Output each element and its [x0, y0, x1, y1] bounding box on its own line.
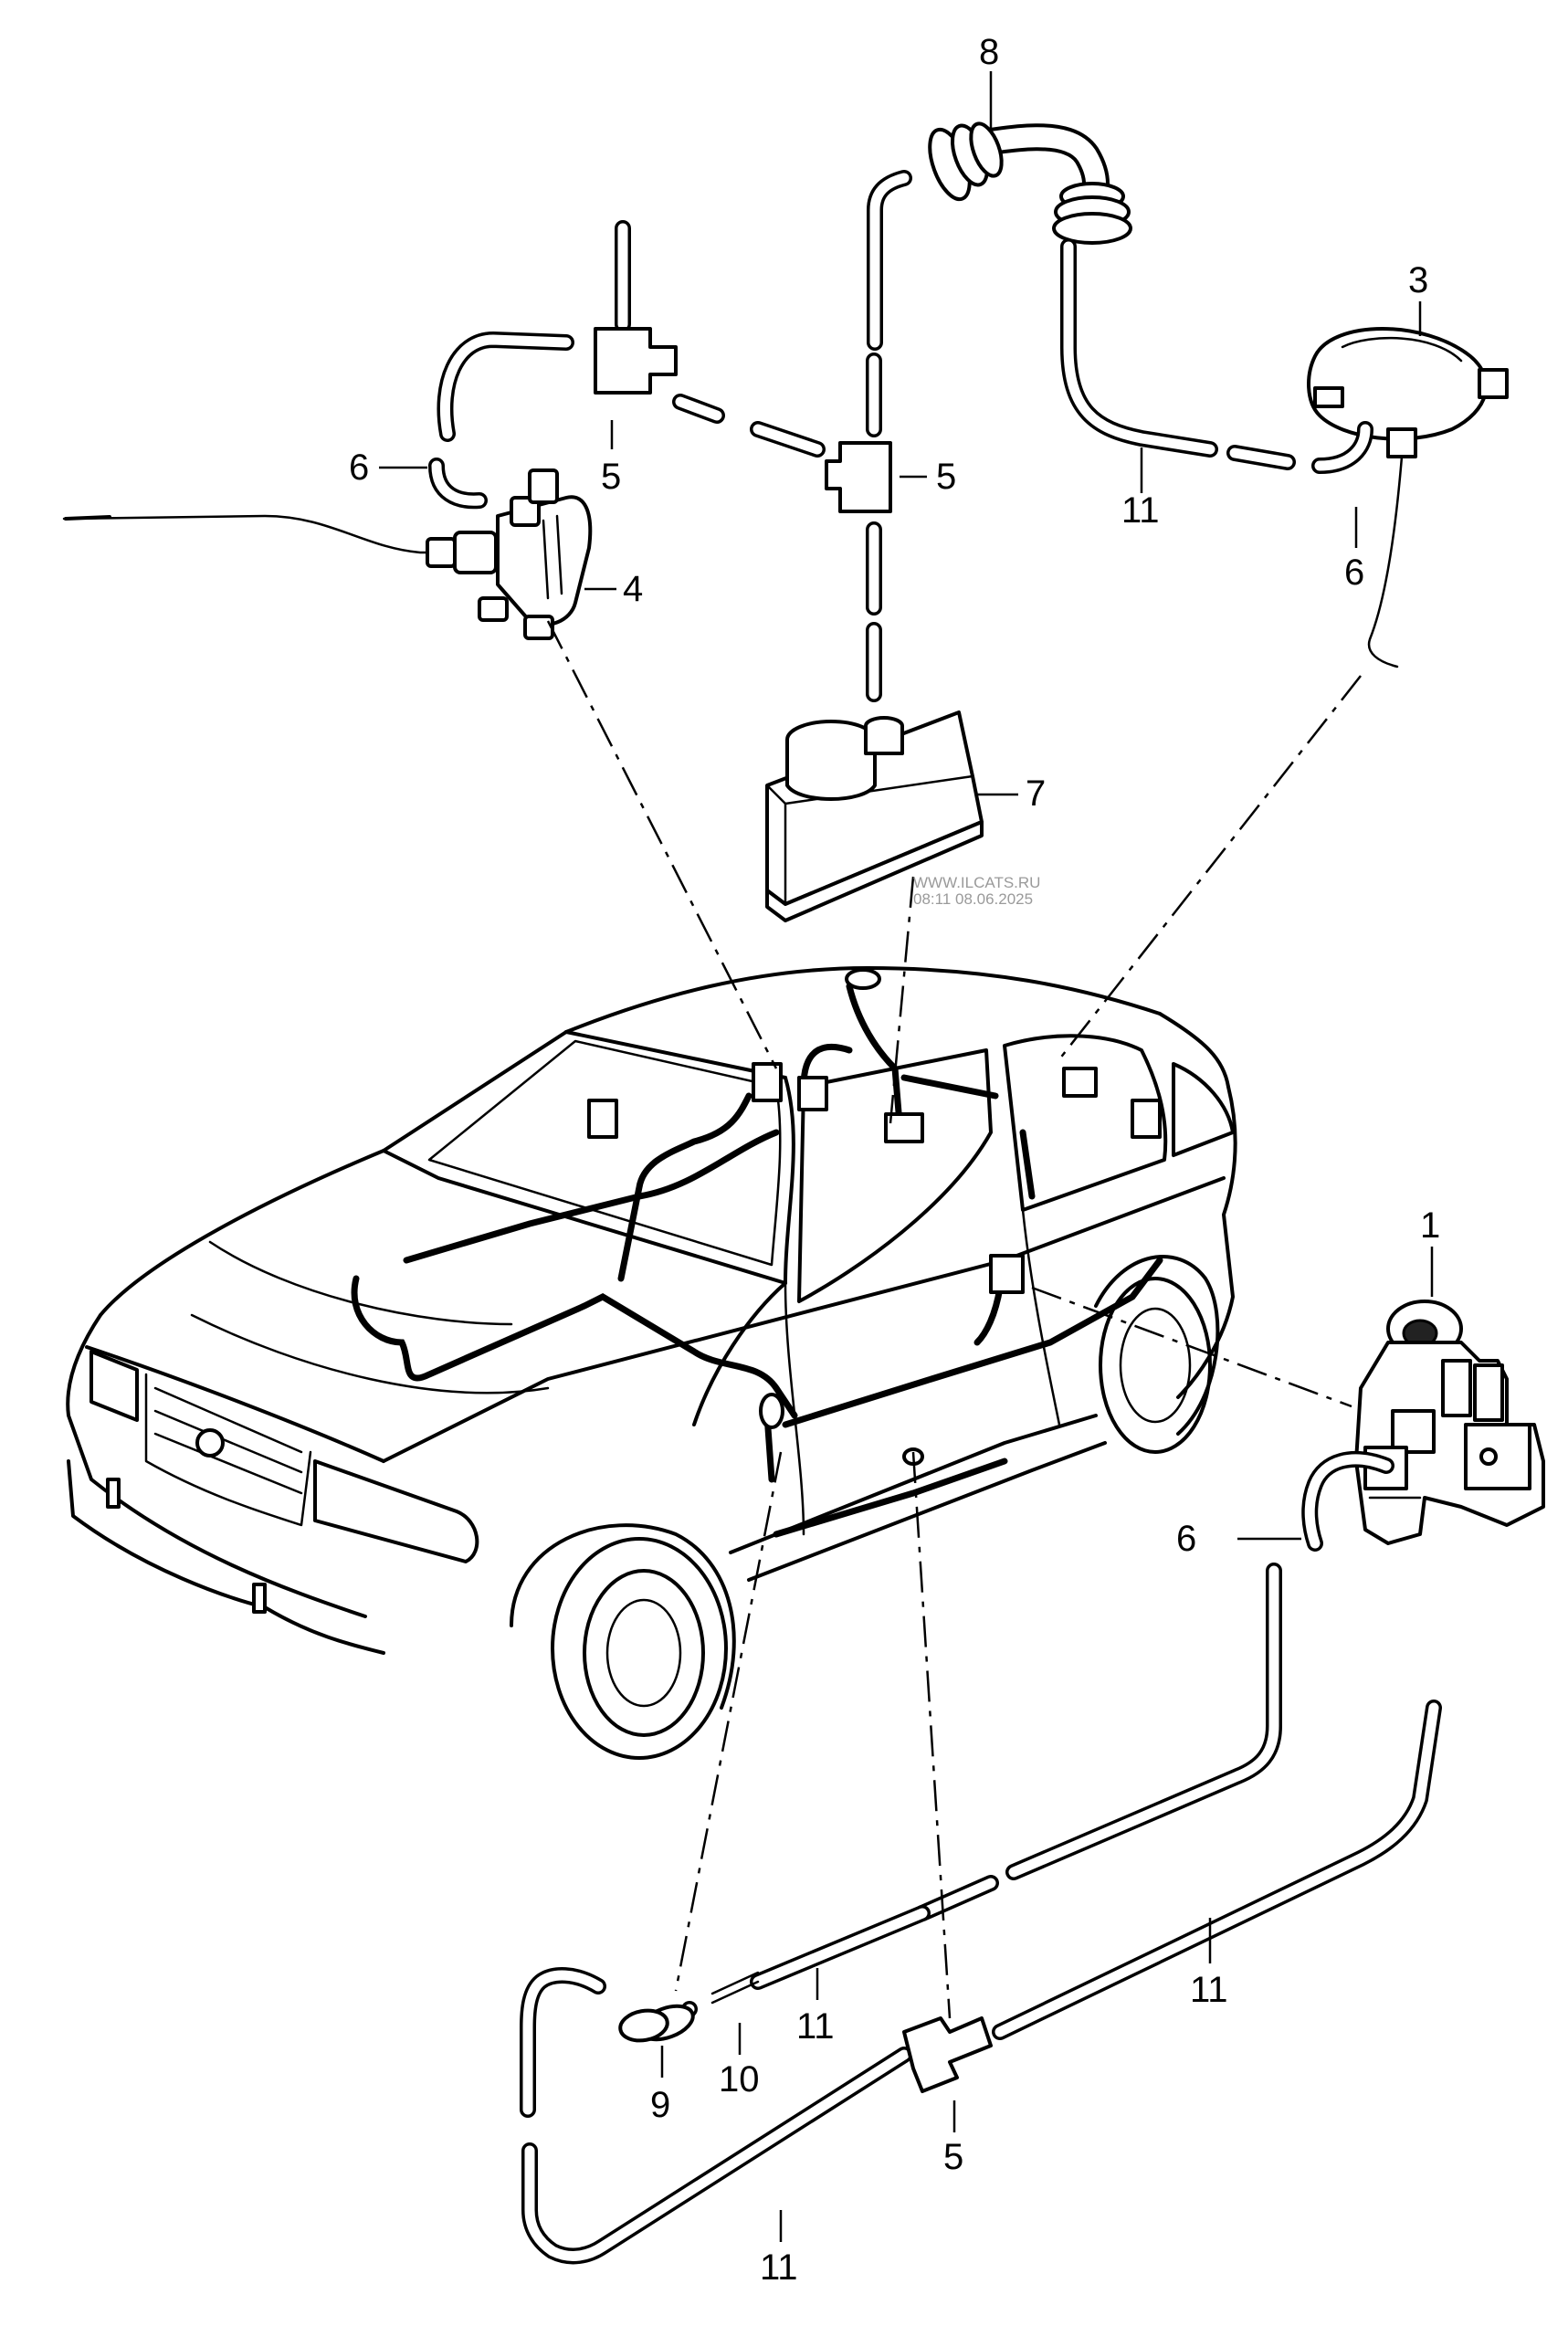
part-11-hose-upper	[1060, 238, 1296, 470]
part-6-elbow-lower-right	[1301, 1450, 1394, 1552]
callout-11-mid: 11	[796, 2006, 835, 2047]
part-8-flexible-hose	[928, 121, 1132, 245]
part-6-elbow-left	[428, 458, 488, 510]
part-4-fuel-flap-actuator	[62, 468, 593, 640]
callout-5-upper-mid: 5	[936, 457, 956, 497]
callout-3: 3	[1408, 260, 1428, 300]
part-6-elbow-upper-right	[1311, 421, 1373, 474]
leader-lines	[379, 71, 1434, 2242]
callout-5-lower: 5	[943, 2137, 963, 2177]
hose-network-lower	[520, 1563, 1442, 2265]
callout-10: 10	[719, 2059, 760, 2100]
watermark: WWW.ILCATS.RU 08:11 08.06.2025	[913, 874, 1040, 908]
part-3-actuator	[1307, 327, 1509, 668]
part-7-pump	[765, 710, 984, 922]
car-vacuum-lines	[351, 968, 1163, 1538]
callouts: 8 3 6 5 5 4 11 6 7 1 6 11 11 10 9 5 11	[349, 32, 1440, 2288]
callout-11-mid-right: 11	[1190, 1970, 1228, 2010]
car-body	[66, 966, 1237, 1760]
callout-6-upper-right: 6	[1344, 553, 1364, 593]
watermark-timestamp: 08:11 08.06.2025	[913, 890, 1033, 908]
callout-11-upper: 11	[1121, 490, 1160, 531]
callout-9: 9	[650, 2085, 670, 2125]
callout-11-bottom: 11	[760, 2247, 798, 2288]
hose-top-left-cut	[867, 170, 912, 351]
reference-lines	[546, 620, 1362, 2019]
part-1-valve-unit	[1354, 1300, 1545, 1545]
hose-network-upper	[437, 220, 892, 702]
callout-5-upper-left: 5	[601, 457, 621, 497]
watermark-site: WWW.ILCATS.RU	[913, 874, 1040, 891]
callout-4: 4	[623, 569, 643, 609]
callout-6-lower-right: 6	[1176, 1519, 1196, 1559]
callout-7: 7	[1026, 774, 1046, 814]
callout-8-top: 8	[979, 32, 999, 72]
callout-6-left: 6	[349, 447, 369, 488]
callout-1: 1	[1420, 1205, 1440, 1246]
